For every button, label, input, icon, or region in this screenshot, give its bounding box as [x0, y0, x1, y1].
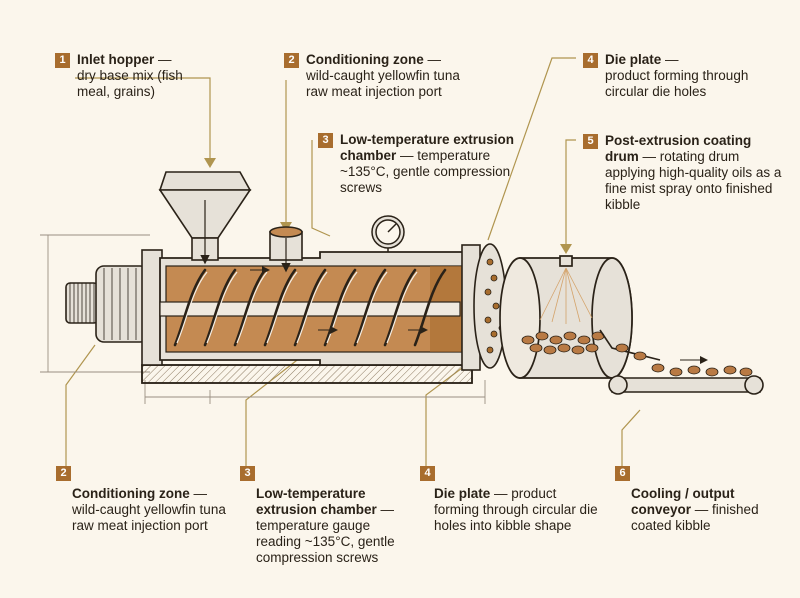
leader-2-bottom: [65, 344, 96, 466]
callout-coating-drum: 5 Post-extrusion coating drum — rotating…: [583, 133, 788, 213]
injection-port: [269, 226, 303, 273]
callout-extrusion-chamber-bottom: 3 Low-temperature extrusion chamber — te…: [240, 466, 400, 566]
inlet-hopper: [158, 171, 252, 265]
leader-6: [621, 409, 641, 466]
callout-badge: 3: [240, 466, 255, 481]
callout-die-plate-bottom: 4 Die plate — product forming through ci…: [420, 466, 605, 534]
callout-die-plate-top: 4 Die plate — product forming through ci…: [583, 52, 773, 100]
callout-badge: 1: [55, 53, 70, 68]
callout-badge: 6: [615, 466, 630, 481]
callout-conditioning-zone-top: 2 Conditioning zone — wild-caught yellow…: [284, 52, 484, 100]
callout-output-conveyor: 6 Cooling / output conveyor — finished c…: [615, 466, 765, 534]
die-plate: [461, 243, 507, 371]
drive-motor: [65, 265, 149, 343]
callout-badge: 4: [583, 53, 598, 68]
output-conveyor: [599, 329, 764, 395]
temperature-gauge: [371, 215, 405, 252]
coating-drum: [499, 255, 633, 379]
extrusion-barrel: [159, 251, 471, 366]
callout-inlet-hopper: 1 Inlet hopper — dry base mix (fish meal…: [55, 52, 195, 100]
callout-badge: 2: [284, 53, 299, 68]
callout-badge: 2: [56, 466, 71, 481]
callout-badge: 5: [583, 134, 598, 149]
leader-3-top: [311, 140, 331, 237]
callout-conditioning-zone-bottom: 2 Conditioning zone — wild-caught yellow…: [56, 466, 236, 534]
leader-4-top: [487, 57, 576, 241]
callout-extrusion-chamber-top: 3 Low-temperature extrusion chamber — te…: [318, 132, 518, 196]
leader-5: [565, 139, 576, 246]
leader-1: [75, 77, 211, 160]
callout-badge: 3: [318, 133, 333, 148]
callout-badge: 4: [420, 466, 435, 481]
